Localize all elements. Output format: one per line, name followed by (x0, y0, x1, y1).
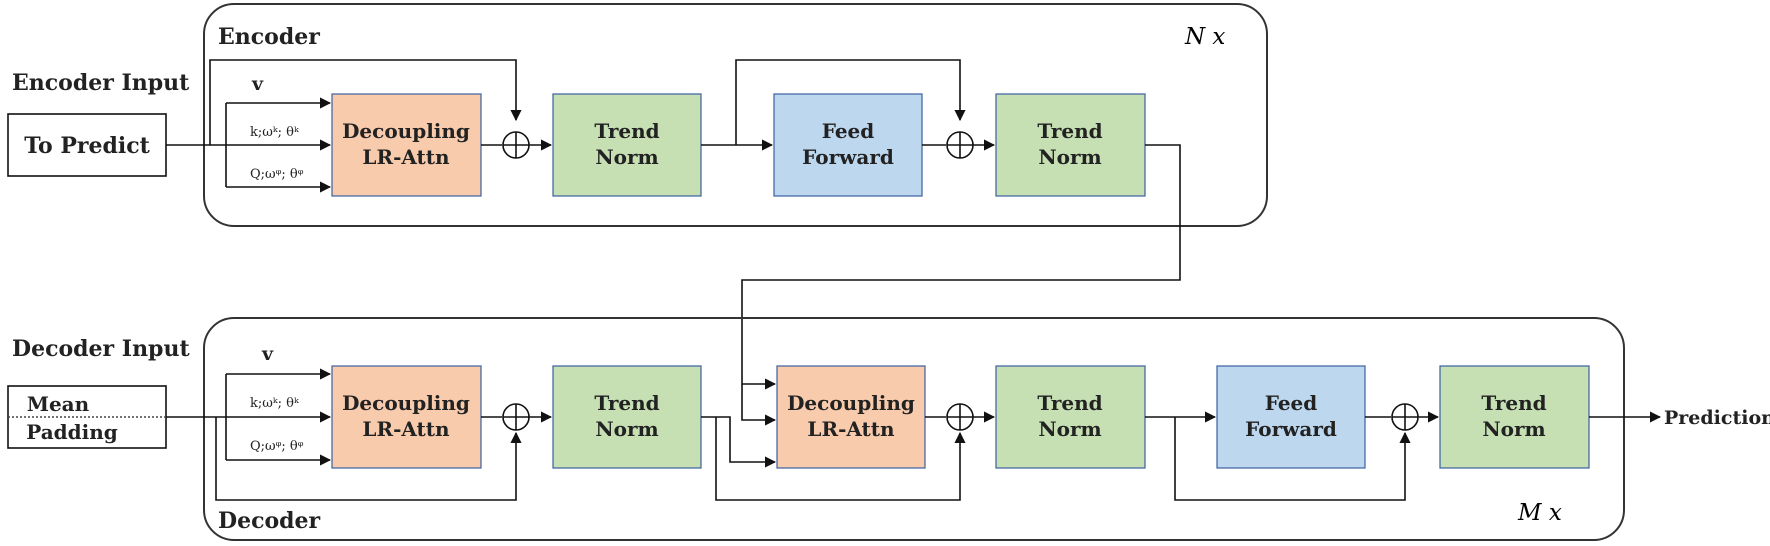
decoder-input-text-bottom: Padding (26, 420, 118, 444)
decoder-norm-block-3 (1439, 365, 1590, 469)
encoder-ff-line2: Forward (802, 145, 894, 169)
decoder-ff-line2: Forward (1245, 417, 1337, 441)
decoder-norm3-line1: Trend (1481, 391, 1546, 415)
decoder-add-icon-3 (1391, 403, 1419, 431)
decoder-q-label: Q;ωᵠ; θᵠ (250, 439, 304, 454)
encoder-output-v (741, 384, 777, 426)
encoder-output-k (741, 144, 1181, 390)
encoder-frame (203, 3, 1268, 227)
output-label: Prediction (1664, 407, 1770, 429)
decoder-norm2-line2: Norm (1038, 417, 1101, 441)
encoder-input-label: Encoder Input (12, 70, 190, 96)
decoder-add-icon-1 (502, 403, 530, 431)
decoder-attention-block-1 (331, 365, 482, 469)
encoder-v-label: v (251, 73, 264, 95)
decoder-frame (203, 317, 1625, 541)
encoder-title: Encoder (218, 24, 320, 50)
decoder-attention1-line2: LR-Attn (362, 417, 450, 441)
decoder-norm3-line2: Norm (1482, 417, 1545, 441)
decoder-norm-block-2 (995, 365, 1146, 469)
decoder-norm2-line1: Trend (1037, 391, 1102, 415)
encoder-input-box (7, 113, 167, 177)
decoder-norm1-line2: Norm (595, 417, 658, 441)
decoder-v-label: v (261, 343, 274, 365)
encoder-norm1-line2: Norm (595, 145, 658, 169)
encoder-residual-2 (735, 59, 966, 145)
decoder-input-label: Decoder Input (12, 336, 190, 362)
encoder-norm2-line1: Trend (1037, 119, 1102, 143)
encoder-k-label: k;ωᵏ; θᵏ (250, 125, 300, 140)
encoder-residual-1 (209, 59, 522, 145)
decoder-attention2-line2: LR-Attn (807, 417, 895, 441)
decoder-attention1-line1: Decoupling (342, 391, 470, 415)
encoder-norm2-line2: Norm (1038, 145, 1101, 169)
decoder-feed-forward-block (1216, 365, 1366, 469)
encoder-attention-line1: Decoupling (342, 119, 470, 143)
encoder-norm-block-1 (552, 93, 702, 197)
decoder-residual-1 (215, 417, 522, 501)
decoder-repeat-label: M x (1517, 500, 1562, 526)
decoder-input-text-top: Mean (27, 392, 90, 416)
encoder-attention-block (331, 93, 482, 197)
decoder-norm-to-cross-q (701, 416, 777, 468)
encoder-norm1-line1: Trend (594, 119, 659, 143)
encoder-add-icon-2 (946, 131, 974, 159)
encoder-input-text: To Predict (24, 133, 150, 159)
decoder-residual-2 (715, 417, 966, 501)
decoder-attention2-line1: Decoupling (787, 391, 915, 415)
decoder-residual-3 (1174, 417, 1411, 501)
decoder-norm1-line1: Trend (594, 391, 659, 415)
encoder-ff-line1: Feed (822, 119, 875, 143)
encoder-norm-block-2 (995, 93, 1146, 197)
encoder-feed-forward-block (773, 93, 923, 197)
decoder-add-icon-2 (946, 403, 974, 431)
encoder-q-label: Q;ωᵠ; θᵠ (250, 167, 304, 182)
decoder-title: Decoder (218, 508, 321, 534)
decoder-norm-block-1 (552, 365, 702, 469)
encoder-repeat-label: N x (1184, 24, 1225, 50)
decoder-k-label: k;ωᵏ; θᵏ (250, 396, 300, 411)
decoder-attention-block-2 (776, 365, 926, 469)
decoder-ff-line1: Feed (1265, 391, 1318, 415)
encoder-add-icon-1 (502, 131, 530, 159)
encoder-attention-line2: LR-Attn (362, 145, 450, 169)
